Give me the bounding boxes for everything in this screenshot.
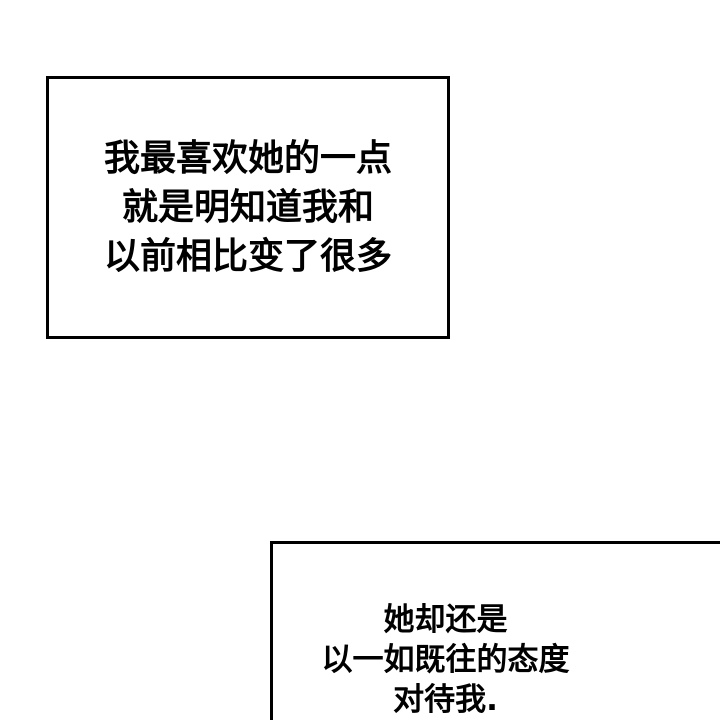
- caption-box-bottom: 她却还是 以一如既往的态度 对待我.: [270, 541, 720, 720]
- caption-box-top: 我最喜欢她的一点 就是明知道我和 以前相比变了很多: [46, 76, 450, 339]
- caption-bottom-line-2: 以一如既往的态度: [321, 642, 570, 678]
- caption-top-line-1: 我最喜欢她的一点: [103, 138, 392, 179]
- caption-top-line-3: 以前相比变了很多: [103, 236, 392, 277]
- caption-bottom-text-block: 她却还是 以一如既往的态度 对待我.: [273, 600, 618, 720]
- caption-bottom-line-1: 她却还是: [383, 602, 508, 638]
- caption-top-line-2: 就是明知道我和: [121, 187, 374, 228]
- caption-bottom-line-3: 对待我.: [393, 682, 498, 718]
